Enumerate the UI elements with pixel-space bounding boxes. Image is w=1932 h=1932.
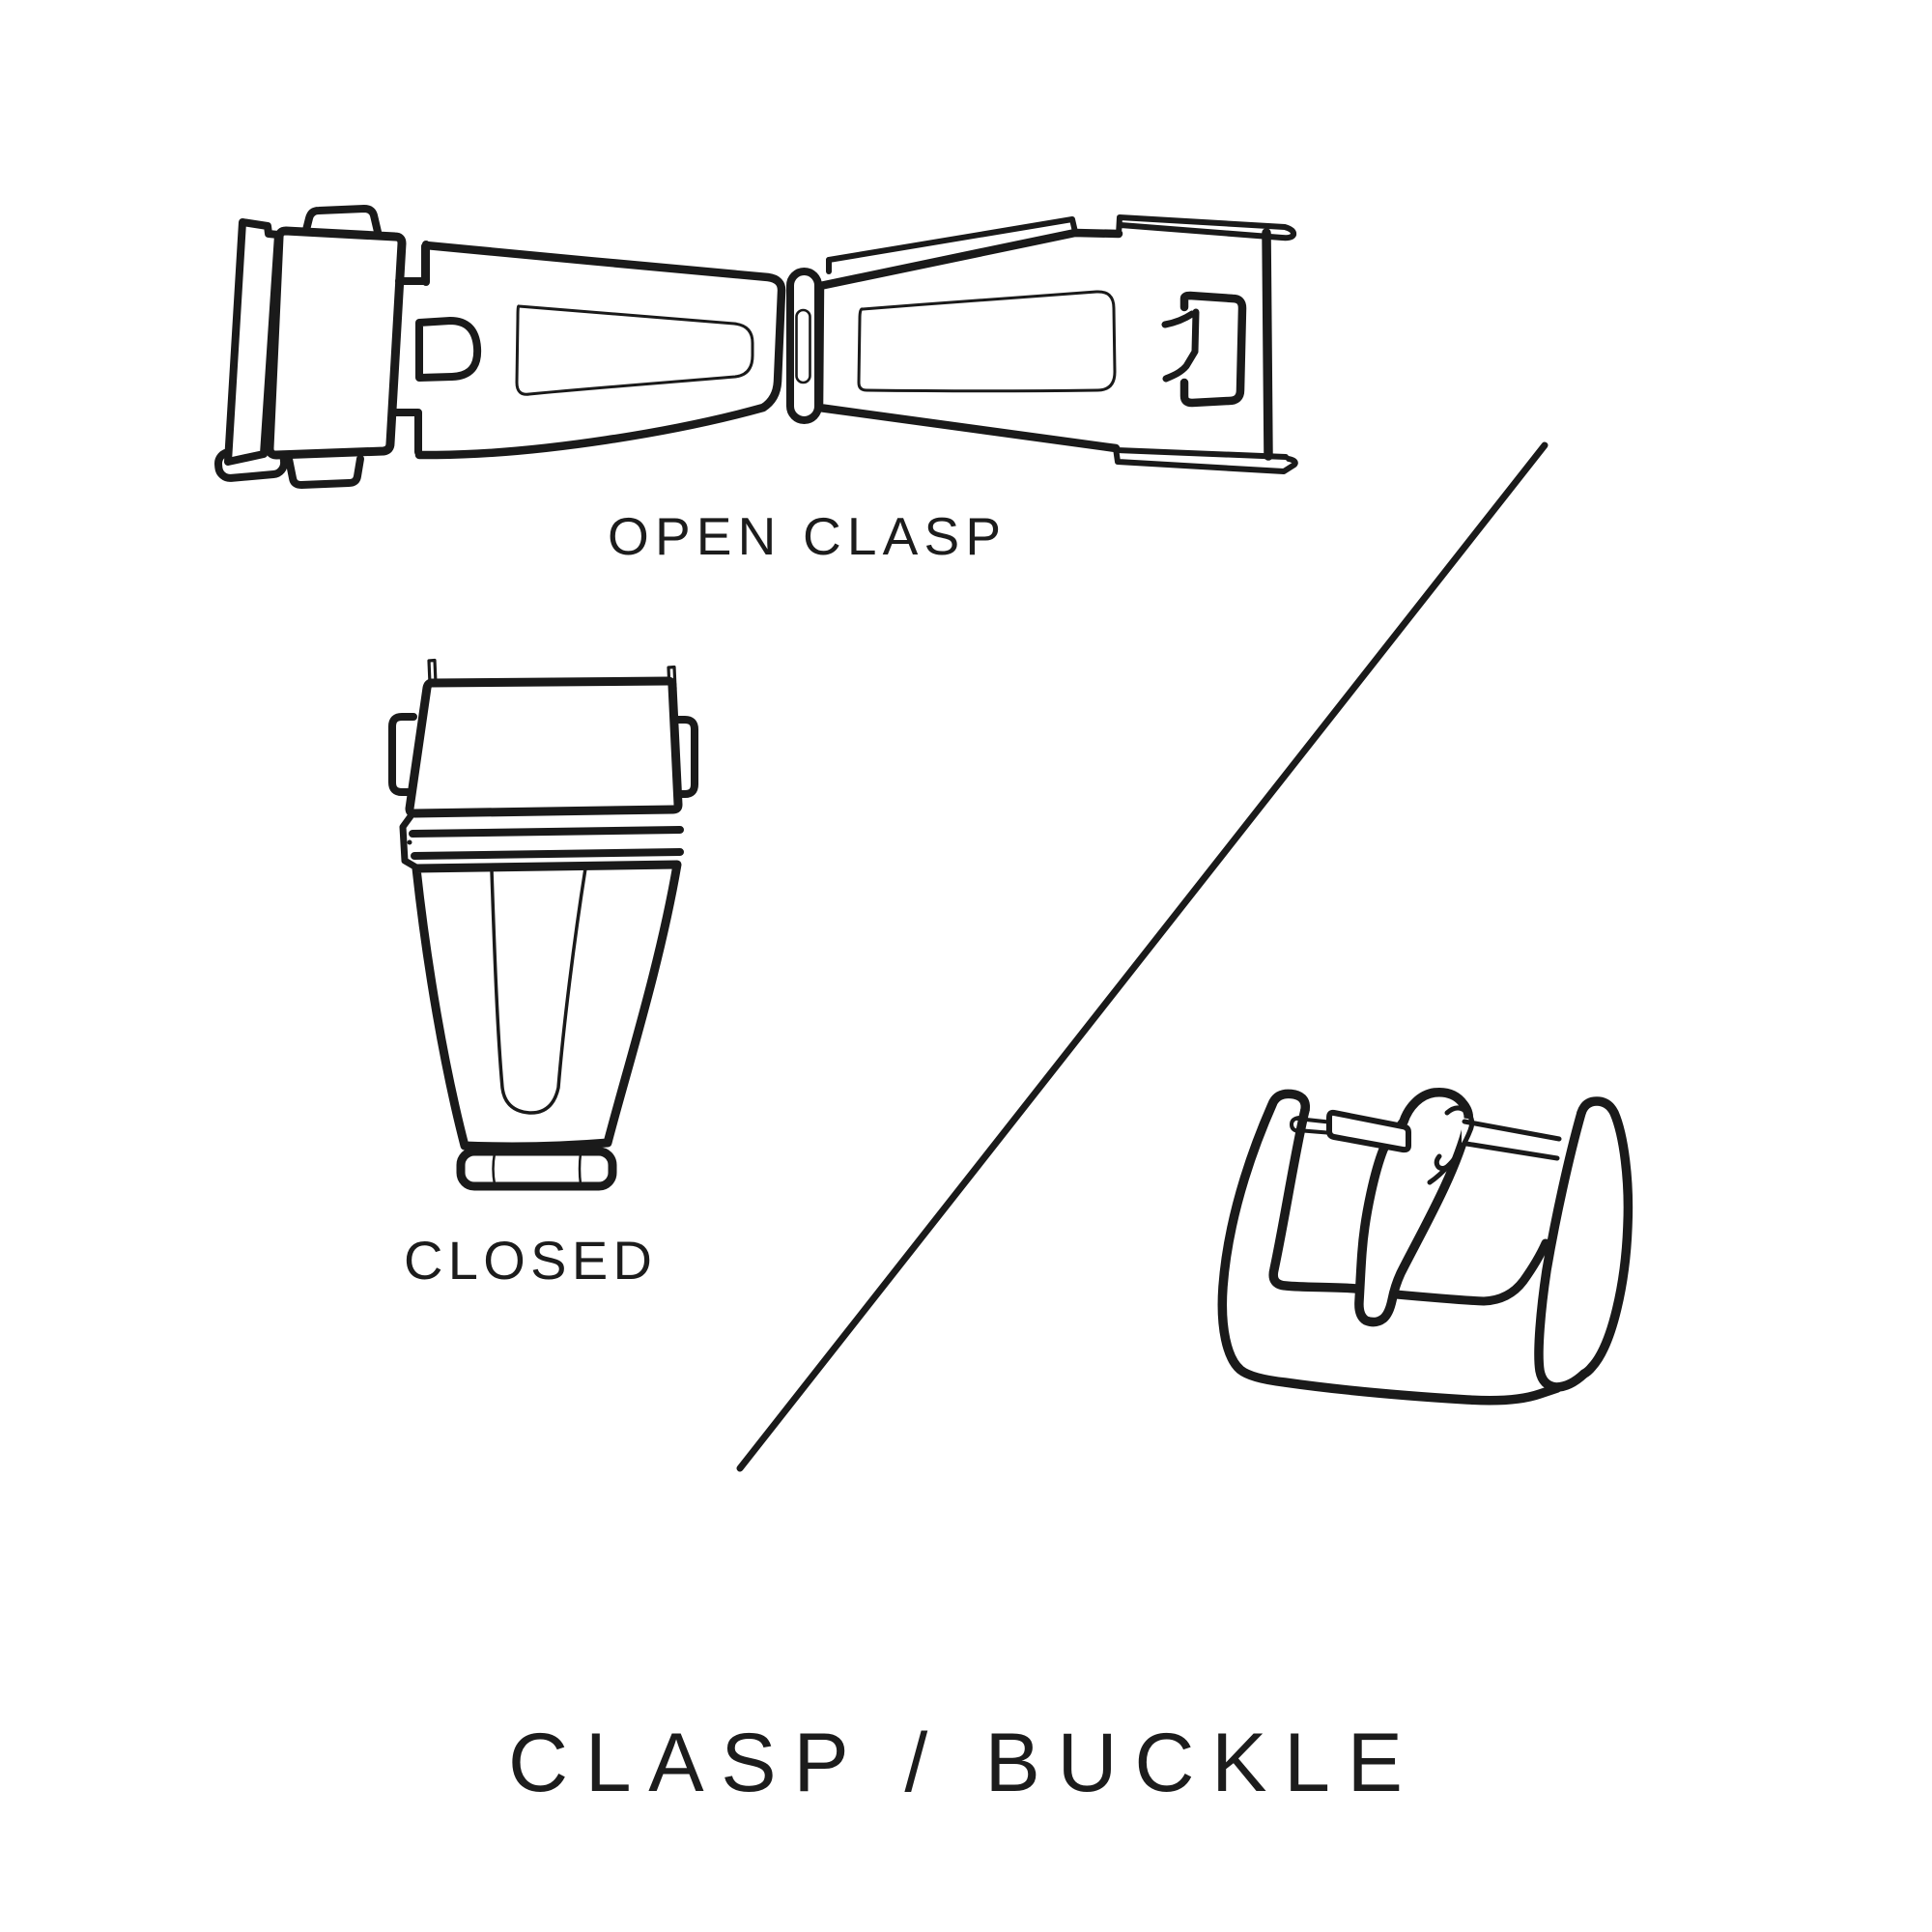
svg-text:CLASP / BUCKLE: CLASP / BUCKLE bbox=[508, 1717, 1403, 1809]
svg-text:OPEN CLASP: OPEN CLASP bbox=[608, 506, 1001, 566]
svg-text:CLOSED: CLOSED bbox=[404, 1230, 652, 1291]
